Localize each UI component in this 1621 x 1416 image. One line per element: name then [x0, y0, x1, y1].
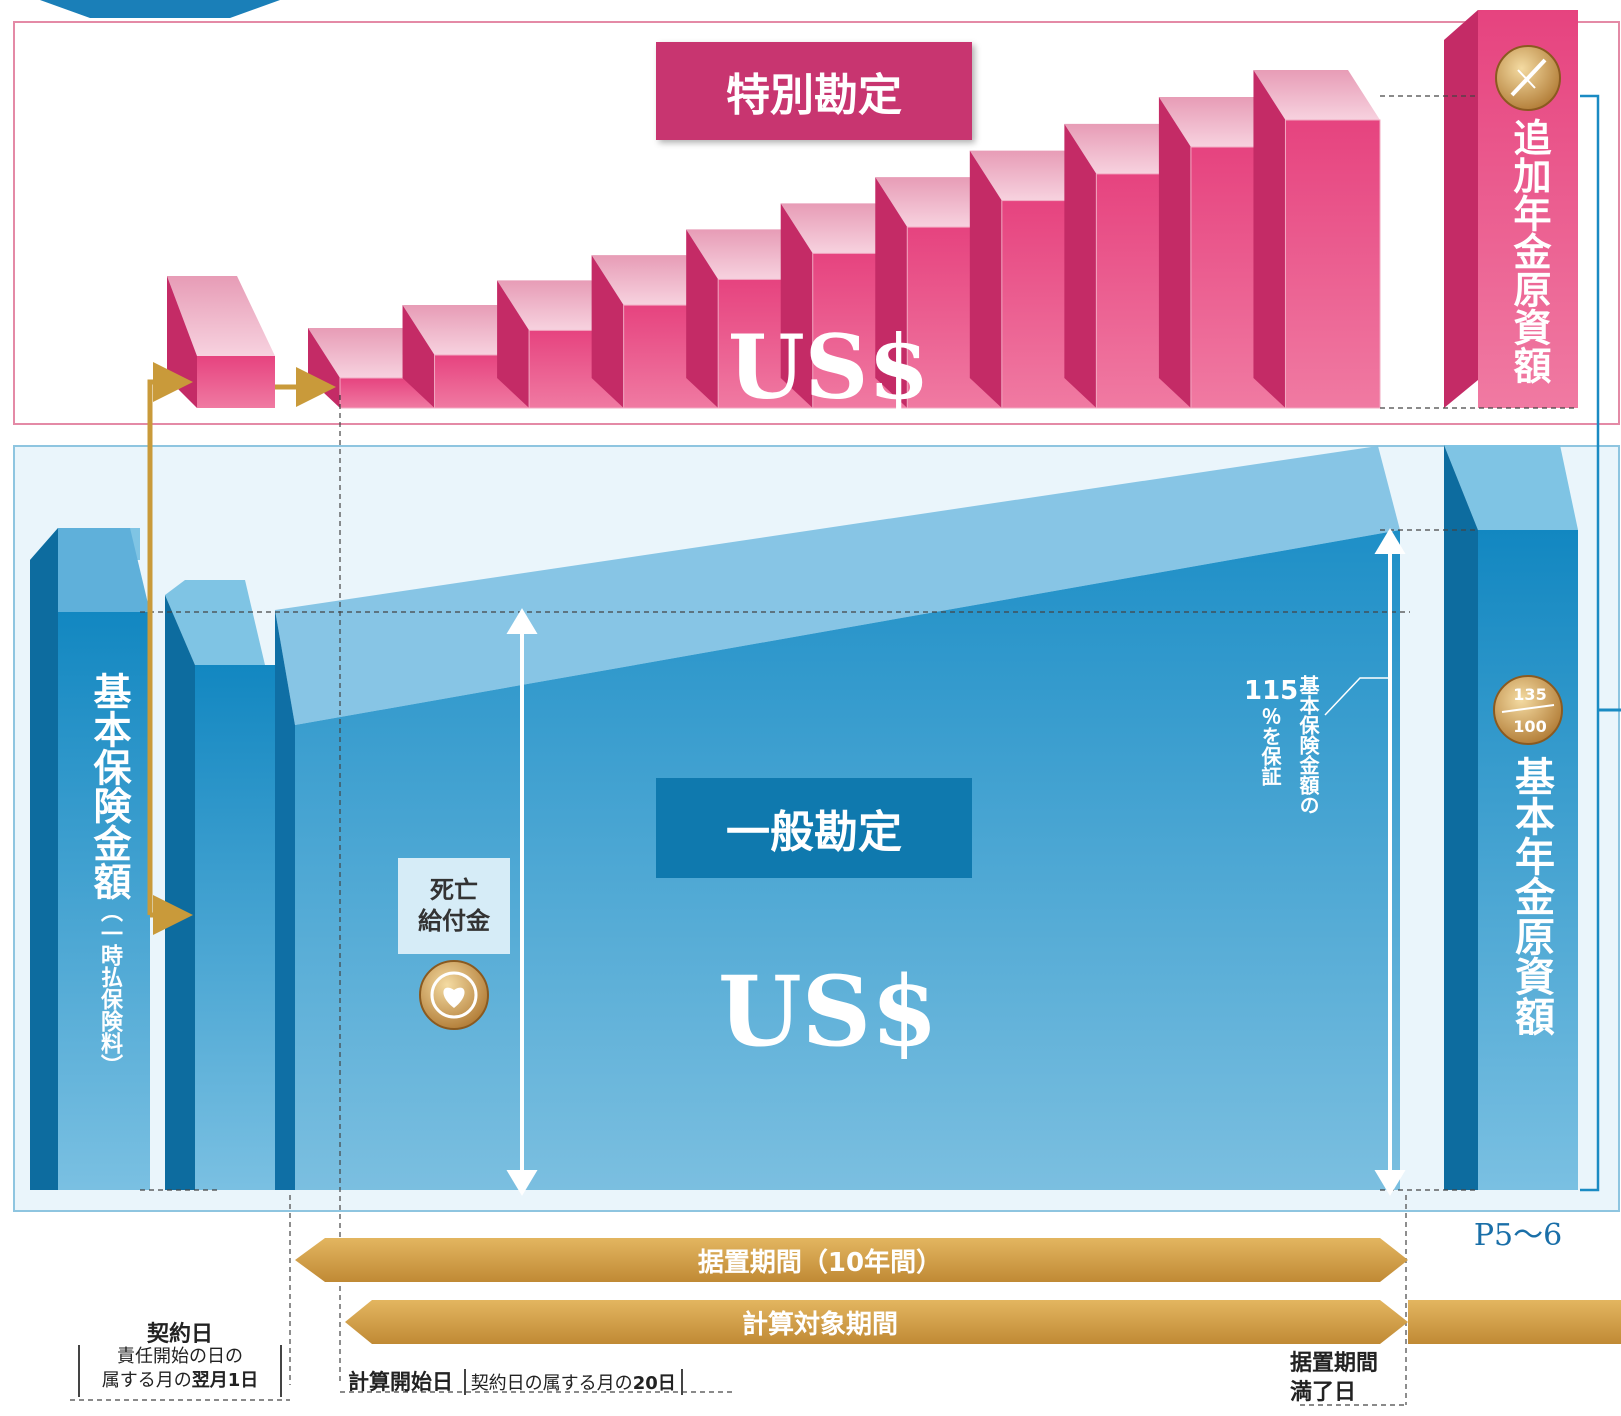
- step-side: [780, 203, 813, 408]
- contract-date-note: 責任開始の日の 属する月の翌月1日: [78, 1345, 282, 1397]
- step-top: [1253, 70, 1380, 120]
- special-account-steps: [167, 70, 1381, 409]
- calc-start-note-b: 20日: [632, 1373, 676, 1394]
- svg-text:135: 135: [1513, 685, 1546, 704]
- ratio-coin-icon: 135 100: [1493, 675, 1563, 745]
- page-reference[interactable]: P5〜6: [1473, 1218, 1563, 1253]
- value-arrows: [506, 528, 1406, 1196]
- basic-annuity-label: 基本年金原資額: [1508, 756, 1554, 1036]
- death-benefit-line1: 死亡: [430, 875, 478, 904]
- step-side: [402, 305, 435, 408]
- death-benefit-line2: 給付金: [418, 907, 490, 935]
- guide-lines: [70, 95, 1578, 1406]
- special-account-title-box: 特別勘定: [656, 42, 972, 140]
- deferment-end-label: 据置期間 満了日: [1290, 1350, 1378, 1407]
- step-side: [969, 150, 1002, 408]
- deferment-period-label: 据置期間（10年間）: [697, 1248, 943, 1278]
- base-amount-block: [58, 612, 150, 1190]
- basic-annuity-block: [1478, 530, 1578, 1190]
- deferment-end-line1: 据置期間: [1290, 1351, 1379, 1376]
- single-premium-note: （一時払保険料）: [97, 900, 122, 1076]
- calculation-start-row: 計算開始日 契約日の属する月の20日: [348, 1366, 683, 1396]
- general-account-currency: US$: [718, 955, 938, 1068]
- step-11: [1284, 119, 1381, 409]
- contract-date-label: 契約日: [146, 1322, 213, 1347]
- step-side: [591, 255, 624, 408]
- base-insurance-amount: 基本保険金額: [87, 672, 131, 900]
- guarantee-unit: ％を保証: [1258, 706, 1282, 786]
- step-side: [497, 280, 530, 408]
- additional-annuity-label: 追加年金原資額: [1507, 118, 1551, 384]
- deferment-end-line2: 満了日: [1290, 1379, 1357, 1405]
- calc-start-note-a: 契約日の属する月の: [470, 1373, 633, 1394]
- transfer-block: [195, 665, 275, 1190]
- death-benefit-box: 死亡 給付金: [398, 858, 510, 954]
- calculation-bar: [345, 1300, 1408, 1344]
- deferral-note-line2: 繰延べも可能: [1461, 1272, 1570, 1294]
- coin-ladder-icon: [1495, 45, 1561, 111]
- step-side: [1253, 70, 1286, 408]
- step-side: [1064, 123, 1097, 408]
- step-side: [686, 229, 719, 408]
- base-insurance-amount-label: 基本保険金額（一時払保険料）: [82, 672, 137, 1076]
- contract-note-line1: 責任開始の日の: [117, 1346, 243, 1367]
- transfer-arrows: [147, 362, 336, 935]
- guarantee-label: 基本保険金額の: [1296, 675, 1320, 815]
- heart-coin-icon: [419, 960, 489, 1030]
- top-tab-decoration: [40, 0, 280, 18]
- contract-note-line2a: 属する月の: [101, 1370, 192, 1392]
- special-account-title: 特別勘定: [726, 70, 902, 121]
- initial-block-top: [167, 276, 275, 356]
- guarantee-value: 115: [1244, 676, 1299, 706]
- deferment-bar: [295, 1238, 1408, 1282]
- step-side: [875, 177, 908, 408]
- deferral-extension-bar: [1408, 1300, 1621, 1344]
- special-account-currency: US$: [728, 315, 930, 419]
- initial-block: [197, 356, 275, 408]
- calculation-period-label: 計算対象期間: [741, 1310, 898, 1340]
- general-account-title: 一般勘定: [726, 807, 902, 858]
- deferral-note-line1: 年金支払開始日の: [1443, 1250, 1588, 1271]
- general-account-title-box: 一般勘定: [656, 778, 972, 878]
- calculation-start-label: 計算開始日: [348, 1370, 453, 1394]
- svg-text:100: 100: [1513, 717, 1546, 736]
- special-account-frame: [13, 21, 1620, 425]
- deferral-note: 年金支払開始日の 繰延べも可能: [1410, 1250, 1621, 1295]
- contract-note-line2b: 翌月1日: [191, 1370, 259, 1392]
- step-side: [1158, 97, 1191, 408]
